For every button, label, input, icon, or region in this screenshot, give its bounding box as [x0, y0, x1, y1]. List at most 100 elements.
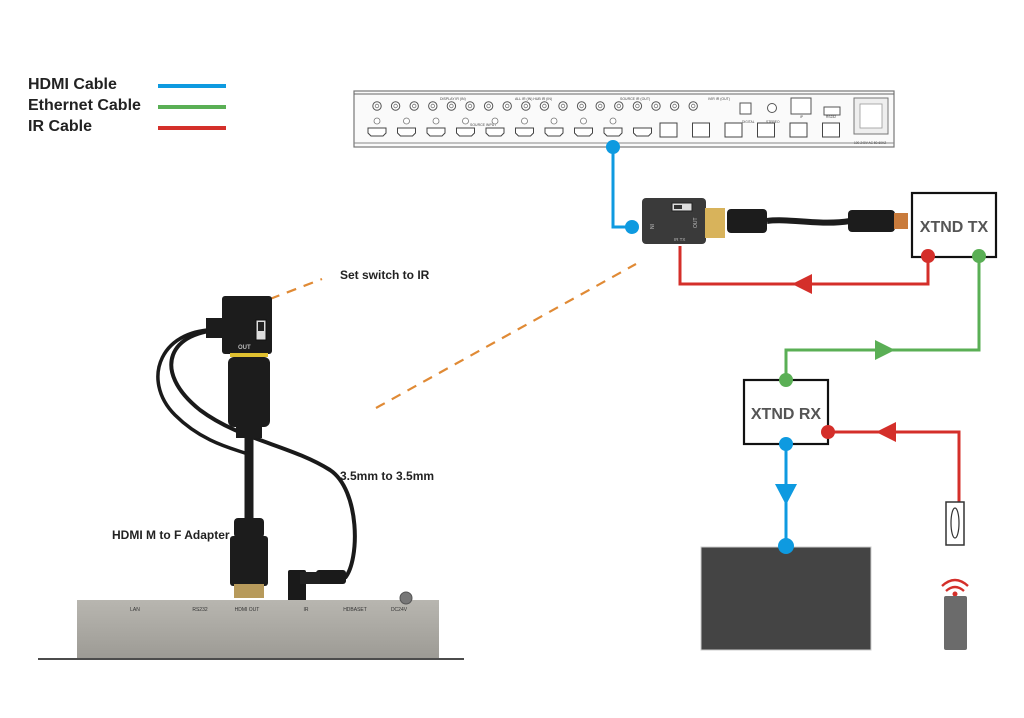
legend-swatch-hdmi: [158, 84, 226, 88]
xtnd-tx-label: XTND TX: [920, 219, 989, 236]
adapter-photo-out-label: OUT: [238, 345, 251, 351]
ir-jack: [465, 101, 475, 111]
hdmi-cable-switcher-to-adapter: [611, 147, 632, 229]
xtnd-rx-box: XTND RX: [742, 378, 830, 446]
annotation-hdmi-adapter: HDMI M to F Adapter: [112, 528, 230, 542]
label-display-ir: DISPLAY IR (IN): [440, 97, 466, 101]
rj45-port: [692, 122, 710, 138]
label-ip: IP: [800, 115, 804, 119]
cec-jack: [609, 117, 617, 125]
label-stereo: STEREO: [766, 120, 780, 124]
legend-label-ir: IR Cable: [28, 118, 93, 135]
ir-jack: [428, 101, 438, 111]
ir-jack: [521, 101, 531, 111]
hdmi-port-row: [367, 127, 652, 137]
ethernet-direction-arrow: [875, 340, 895, 360]
legend-item-ethernet: Ethernet Cable: [28, 97, 228, 118]
legend-item-hdmi: HDMI Cable: [28, 76, 228, 97]
adapter-out-label: OUT: [693, 217, 699, 228]
legend-item-ir: IR Cable: [28, 118, 228, 139]
legend-label-ethernet: Ethernet Cable: [28, 97, 141, 114]
stereo-jack: [767, 103, 777, 113]
legend-swatch-ethernet: [158, 105, 226, 109]
extender-port-label: HDMI OUT: [235, 607, 260, 613]
guide-line-zoom: [375, 263, 637, 409]
ir-direction-arrow: [792, 274, 812, 294]
tv-display: [700, 546, 872, 651]
annotation-35mm-cable: 3.5mm to 3.5mm: [340, 469, 435, 483]
matrix-switcher-panel: DISPLAY IR (IN) ALL IR (IN) HUB IR (IN) …: [353, 90, 895, 148]
adapter-irtx-label: IR TX: [674, 237, 685, 242]
legend: HDMI Cable Ethernet Cable IR Cable: [28, 76, 228, 139]
hdmi-input-port: [367, 127, 387, 137]
cable-35mm: [169, 328, 357, 580]
ir-jack: [669, 101, 680, 111]
ir-tx-port-dot: [921, 249, 935, 263]
hdmi-input-port: [633, 127, 652, 137]
xtnd-tx-box: XTND TX: [910, 191, 998, 259]
remote-control-icon: [941, 578, 969, 650]
extender-port-label: RS232: [192, 607, 208, 613]
cec-jack: [550, 117, 558, 125]
hdmi-input-port: [515, 127, 534, 137]
ir-jack: [539, 101, 550, 111]
ir-cable-eye-to-rx: [828, 430, 961, 502]
optical-port: [739, 102, 752, 115]
hdmi-input-port: [574, 127, 593, 137]
ir-jack: [558, 101, 568, 111]
ir-rx-port-dot: [821, 425, 835, 439]
ir-jack: [390, 101, 401, 111]
hdmi-rx-port-dot: [779, 437, 793, 451]
short-hdmi-cable-photo: [727, 209, 908, 233]
rj45-port: [822, 122, 840, 138]
hdmi-input-port: [456, 127, 475, 137]
cec-jack: [373, 117, 381, 125]
ir-jack: [502, 101, 512, 111]
rj45-port: [789, 122, 808, 138]
ir-receiver-eye: [945, 501, 965, 546]
xtnd-rx-label: XTND RX: [751, 406, 822, 423]
ir-jack: [576, 101, 587, 111]
extender-port-label: IR: [304, 607, 309, 613]
ethernet-cable-tx-to-rx: [784, 256, 981, 379]
cec-jack: [403, 117, 410, 125]
ir-jack: [595, 101, 605, 111]
hdmi-adapter-input-dot: [625, 220, 639, 234]
rj45-port: [757, 122, 775, 138]
ir-jack: [446, 101, 457, 111]
hdmi-gold-connector: [705, 208, 725, 238]
cec-jack: [462, 117, 469, 125]
hdmi-input-port: [426, 127, 446, 137]
cec-jack: [521, 117, 528, 125]
hdmi-connection-dot: [606, 140, 620, 154]
extender-port-label: HDBASET: [343, 607, 367, 613]
ir-jack: [651, 101, 661, 111]
adapter-in-label: IN: [648, 224, 654, 229]
rj45-port: [659, 122, 678, 138]
rj45-port: [724, 122, 743, 138]
ir-jack: [614, 101, 624, 111]
extender-port-label: DC24V: [391, 607, 408, 613]
cec-jack: [491, 117, 499, 125]
hdmi-input-port: [544, 127, 564, 137]
ethernet-tx-port-dot: [972, 249, 986, 263]
ir-jack: [632, 101, 643, 111]
rs232-terminal: [823, 106, 841, 116]
annotation-set-switch: Set switch to IR: [340, 268, 430, 282]
label-source-input: SOURCE INPUT: [470, 123, 497, 127]
hdmi-m-to-f-adapter: [230, 536, 268, 586]
cec-jack: [580, 117, 587, 125]
ir-jack: [688, 101, 698, 111]
hdmi-input-port: [397, 127, 416, 137]
ip-port: [790, 97, 812, 115]
cec-jack: [432, 117, 440, 125]
label-ivir: IVIR IR (OUT): [708, 97, 730, 101]
label-digital: DIGITAL: [742, 120, 755, 124]
ir-jack: [372, 101, 382, 111]
ir-jack: [483, 101, 494, 111]
rj45-port-row: [659, 122, 840, 138]
hdmi-direction-arrow: [775, 484, 797, 505]
ir-jack: [409, 101, 419, 111]
